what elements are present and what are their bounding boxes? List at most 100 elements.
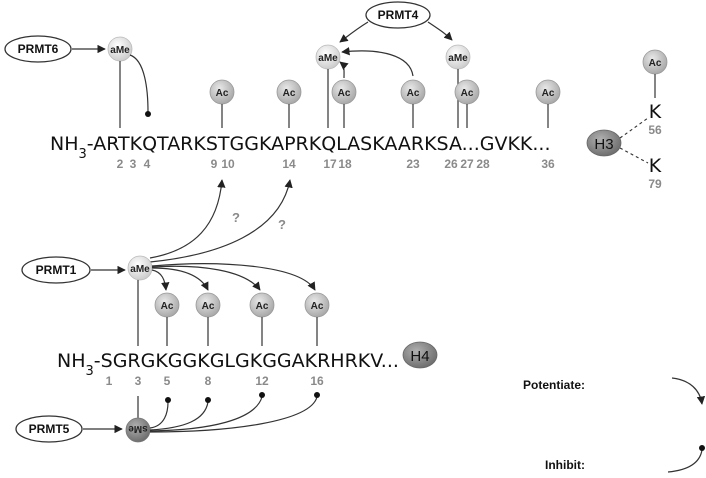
prmt1-potentiate-k16 bbox=[151, 263, 316, 291]
h3-label: H3 bbox=[594, 136, 613, 153]
prmt1-potentiate-k12 bbox=[151, 265, 261, 291]
h3-k79-position: 79 bbox=[648, 177, 662, 191]
h3-k36-ac-mark: Ac bbox=[535, 79, 561, 128]
h3-pos: 9 bbox=[211, 157, 218, 171]
h3-pos: 18 bbox=[338, 157, 352, 171]
h4-k12-ac-mark: Ac bbox=[249, 292, 275, 346]
h3-r26-amet-text: aMe bbox=[448, 53, 468, 64]
h3-pos: 36 bbox=[541, 157, 555, 171]
h4-acetyl-marks: Ac Ac Ac Ac bbox=[154, 292, 330, 346]
h3-k14-ac-text: Ac bbox=[283, 88, 296, 99]
h4-histone-tag: H4 bbox=[402, 341, 438, 369]
h3-k18-ac-text: Ac bbox=[338, 88, 351, 99]
prmt1-to-h3k9-arrow bbox=[149, 179, 226, 259]
prmt1-enzyme: PRMT1 bbox=[21, 256, 91, 284]
prmt5-inhibit-k16 bbox=[149, 396, 318, 433]
h3-pos: 27 bbox=[460, 157, 474, 171]
h3-k56-ac-text: Ac bbox=[649, 58, 662, 69]
h3-r17-amet-text: aMe bbox=[318, 53, 338, 64]
legend: Potentiate: Inhibit: bbox=[523, 377, 706, 473]
h3-r2-amet-text: aMe bbox=[110, 45, 130, 56]
prmt4-label: PRMT4 bbox=[378, 8, 419, 22]
h4-k8-ac-text: Ac bbox=[202, 301, 215, 312]
h3-r2-inhibit-k4 bbox=[129, 54, 149, 113]
h4-position-numbers: 1 3 5 8 12 16 bbox=[106, 374, 324, 388]
h3-k23-ac-text: Ac bbox=[407, 88, 420, 99]
legend-potentiate-arrow bbox=[671, 377, 706, 405]
h3-k18-ac-mark: Ac bbox=[331, 79, 357, 128]
k18-potentiate-r17 bbox=[339, 61, 349, 79]
prmt5-inhibit-k5 bbox=[149, 401, 169, 429]
h3-position-numbers: 2 3 4 9 10 14 17 18 23 26 27 28 36 bbox=[117, 157, 555, 171]
prmt5-enzyme: PRMT5 bbox=[15, 415, 83, 443]
prmt4-enzyme: PRMT4 bbox=[365, 1, 431, 29]
unknown-mark-2: ? bbox=[278, 217, 286, 232]
h4-k16-ac-mark: Ac bbox=[304, 292, 330, 346]
h3-pos: 17 bbox=[323, 157, 337, 171]
prmt4-to-r17-arrow bbox=[339, 21, 369, 43]
h3-pos: 26 bbox=[444, 157, 458, 171]
h3-r2-amet-mark: aMe bbox=[107, 36, 133, 62]
h4-r3-smet-mark: sMe bbox=[125, 417, 151, 443]
legend-inhibit-dot bbox=[699, 445, 705, 451]
prmt6-enzyme: PRMT6 bbox=[4, 35, 72, 63]
h3-pos: 28 bbox=[476, 157, 490, 171]
h3-k56-position: 56 bbox=[648, 123, 662, 137]
h4-label: H4 bbox=[410, 348, 429, 365]
h3-pos: 10 bbox=[221, 157, 235, 171]
unknown-mark-1: ? bbox=[232, 210, 240, 225]
h3-k79-residue: K bbox=[649, 155, 662, 177]
h3-r17-amet-mark: aMe bbox=[315, 44, 341, 70]
h3-k9-ac-mark: Ac bbox=[209, 79, 235, 128]
legend-inhibit-line bbox=[667, 449, 703, 473]
h3-k36-ac-text: Ac bbox=[542, 88, 555, 99]
inhibit-dot bbox=[205, 397, 211, 403]
h4-pos: 1 bbox=[106, 374, 113, 388]
h3-k14-ac-mark: Ac bbox=[276, 79, 302, 128]
h3-branch-k56 bbox=[619, 117, 649, 139]
h4-pos: 8 bbox=[205, 374, 212, 388]
h4-pos: 16 bbox=[310, 374, 324, 388]
h4-pos: 5 bbox=[164, 374, 171, 388]
prmt5-inhibit-k12 bbox=[149, 396, 263, 432]
h4-r3-amet-text: aMe bbox=[130, 264, 150, 275]
h4-sequence: NH3-SGRGKGGKGLGKGGAKRHRKV... bbox=[57, 350, 399, 379]
prmt6-label: PRMT6 bbox=[18, 42, 59, 56]
h3-k56-ac-mark: Ac bbox=[642, 49, 668, 98]
prmt1-to-h3k14-arrow bbox=[149, 179, 293, 263]
h3-branch-k79 bbox=[619, 147, 649, 164]
h3-k56-residue: K bbox=[649, 101, 662, 123]
prmt5-inhibit-k8 bbox=[149, 401, 209, 431]
h3-k23-ac-mark: Ac bbox=[400, 79, 426, 128]
prmt1-potentiate-k8 bbox=[151, 267, 209, 291]
h3-acetyl-marks: Ac Ac Ac Ac Ac Ac Ac bbox=[209, 49, 668, 128]
inhibit-dot bbox=[314, 392, 320, 398]
legend-inhibit-label: Inhibit: bbox=[545, 458, 585, 472]
h3-k9-ac-text: Ac bbox=[216, 88, 229, 99]
h4-k5-ac-text: Ac bbox=[161, 301, 174, 312]
h4-r3-amet-mark: aMe bbox=[127, 255, 153, 281]
h4-k12-ac-text: Ac bbox=[256, 301, 269, 312]
prmt1-label: PRMT1 bbox=[36, 263, 77, 277]
k23-potentiate-r17 bbox=[341, 47, 414, 77]
h4-k8-ac-mark: Ac bbox=[195, 292, 221, 346]
inhibit-dot bbox=[259, 392, 265, 398]
h3-pos: 14 bbox=[282, 157, 296, 171]
h3-k27-ac-text: Ac bbox=[461, 88, 474, 99]
h3-pos: 4 bbox=[144, 157, 151, 171]
h4-pos: 12 bbox=[255, 374, 269, 388]
h3-sequence: NH3-ARTKQTARKSTGGKAPRKQLASKAARKSA...GVKK… bbox=[50, 133, 551, 162]
h3-pos: 23 bbox=[406, 157, 420, 171]
h3-pos: 2 bbox=[117, 157, 124, 171]
inhibit-dot bbox=[165, 397, 171, 403]
h3-r26-amet-mark: aMe bbox=[445, 44, 471, 70]
prmt1-potentiate-k5 bbox=[151, 269, 170, 291]
inhibit-dot bbox=[145, 111, 151, 117]
prmt4-to-r26-arrow bbox=[427, 21, 453, 41]
prmt5-label: PRMT5 bbox=[29, 422, 70, 436]
h4-k16-ac-text: Ac bbox=[311, 301, 324, 312]
h4-r3-smet-text: sMe bbox=[128, 423, 148, 434]
h3-pos: 3 bbox=[130, 157, 137, 171]
h4-pos: 3 bbox=[135, 374, 142, 388]
